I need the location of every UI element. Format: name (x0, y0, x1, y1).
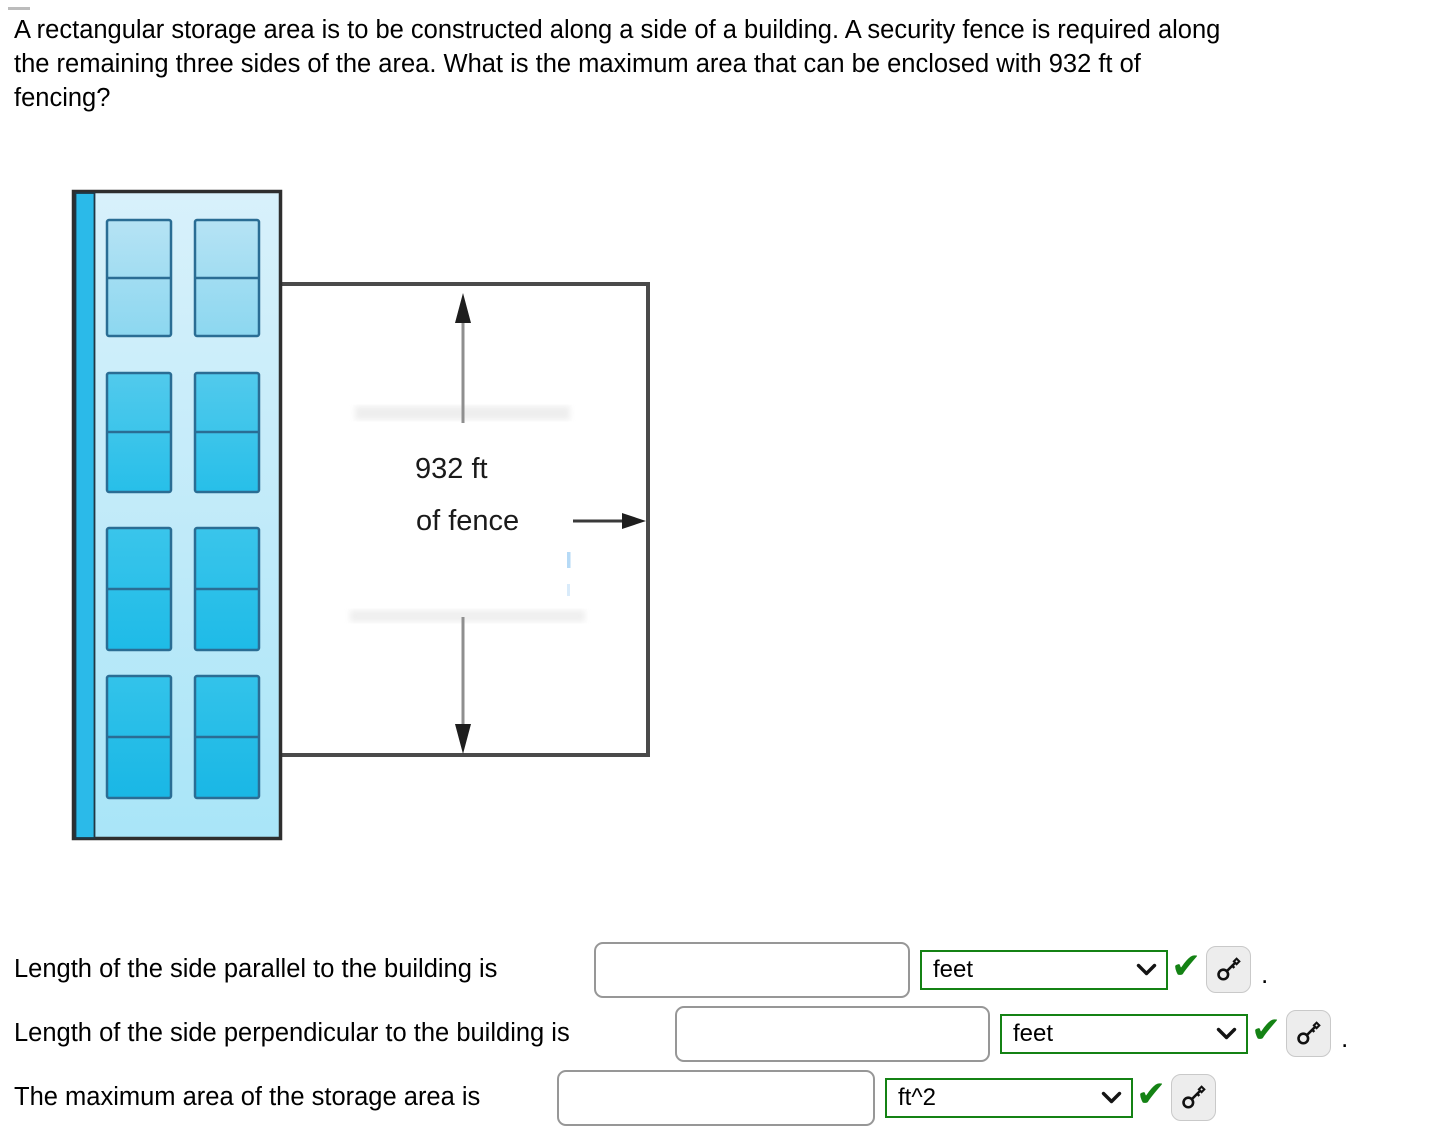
question-text: A rectangular storage area is to be cons… (14, 13, 1220, 115)
building-windows (105, 218, 261, 800)
chevron-down-icon (1136, 963, 1157, 975)
dimension-label-line1: 932 ft (415, 453, 488, 485)
unit-dropdown-value: ft^2 (898, 1083, 936, 1111)
answer-row-max-area: The maximum area of the storage area is … (14, 1069, 1226, 1126)
answer-input[interactable] (594, 941, 910, 998)
answer-label: Length of the side parallel to the build… (14, 955, 498, 983)
unit-dropdown-value: feet (1013, 1019, 1054, 1047)
show-answer-button[interactable] (1206, 946, 1252, 993)
question-line: fencing? (14, 84, 111, 112)
answer-label: The maximum area of the storage area is (14, 1083, 481, 1111)
fence-diagram-svg: 932 ft of fence (71, 189, 650, 841)
answer-row-perpendicular: Length of the side perpendicular to the … (14, 1005, 1348, 1062)
building-illustration (71, 189, 283, 841)
check-icon: ✔ (1171, 945, 1202, 987)
unit-dropdown[interactable]: feet (920, 949, 1168, 990)
arrow-right-icon (622, 513, 646, 529)
check-icon: ✔ (1136, 1073, 1167, 1115)
fence-outline (282, 282, 650, 757)
answer-suffix: . (1341, 1025, 1349, 1053)
unit-dropdown-value: feet (933, 955, 974, 983)
smudge-artifact (350, 610, 585, 622)
show-answer-button[interactable] (1286, 1010, 1332, 1057)
question-line: A rectangular storage area is to be cons… (14, 16, 1221, 44)
answer-input[interactable] (675, 1005, 990, 1062)
blue-artifact (567, 584, 570, 596)
dimension-label-line2: of fence (416, 505, 519, 537)
unit-dropdown[interactable]: ft^2 (885, 1077, 1133, 1118)
show-answer-button[interactable] (1171, 1074, 1217, 1121)
vertical-dimension-arrow (455, 293, 471, 754)
unit-dropdown[interactable]: feet (1000, 1013, 1248, 1054)
key-icon (1217, 957, 1241, 981)
horizontal-arrow (573, 513, 646, 529)
key-icon (1182, 1085, 1206, 1109)
answer-row-parallel: Length of the side parallel to the build… (14, 941, 1268, 998)
blue-artifact (567, 552, 571, 568)
fence-diagram: 932 ft of fence (60, 180, 660, 860)
question-line: the remaining three sides of the area. W… (14, 50, 1141, 78)
chevron-down-icon (1101, 1091, 1122, 1103)
key-icon (1297, 1021, 1321, 1045)
screenshot-artifact-dash (8, 7, 30, 10)
check-icon: ✔ (1251, 1009, 1282, 1051)
answer-suffix: . (1261, 961, 1269, 989)
arrow-up-icon (455, 293, 471, 323)
building-side-strip (74, 192, 96, 839)
answer-input[interactable] (557, 1069, 875, 1126)
arrow-down-icon (455, 724, 471, 754)
answer-label: Length of the side perpendicular to the … (14, 1019, 570, 1047)
chevron-down-icon (1216, 1027, 1237, 1039)
